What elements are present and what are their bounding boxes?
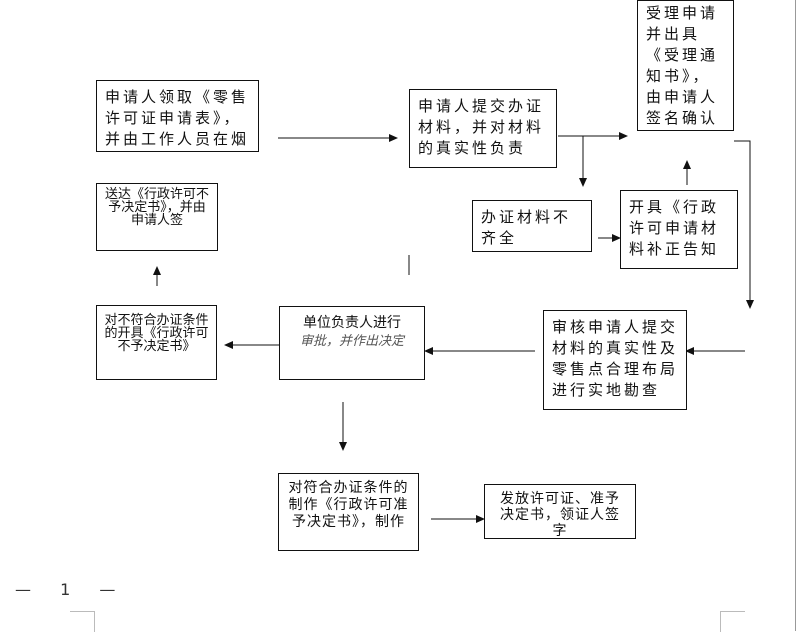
page-number-value: 1 [60,580,83,599]
arrow-n3-n7 [734,140,754,309]
approve-line2: 审批，并作出决定 [299,334,404,349]
node-accept-application: 受理申请并出具《受理通知书》，由申请人签名确认 [637,0,734,131]
page-number: — 1 — [15,580,128,599]
page-edge-right [795,0,796,631]
crop-mark-bottom-left [70,611,95,632]
approve-line1: 单位负责人进行 [303,315,401,331]
node-issue-rejection: 对不符合办证条件的开具《行政许可不予决定书》 [96,305,217,380]
node-submit-materials: 申请人提交办证材料，并对材料的真实性负责 [409,89,557,168]
node-approve-decide: 单位负责人进行 审批，并作出决定 [279,306,425,380]
node-review-inspect: 审核申请人提交材料的真实性及零售点合理布局进行实地勘查 [543,310,687,410]
node-supplement-notice: 开具《行政许可申请材料补正告知 [620,190,738,269]
node-issue-approval: 对符合办证条件的制作《行政许可准予决定书》，制作 [278,473,419,551]
node-materials-incomplete: 办证材料不齐全 [472,200,592,252]
node-apply-form: 申请人领取《零售许可证申请表》，并由工作人员在烟 [96,80,259,152]
crop-mark-bottom-right [720,611,745,632]
node-deliver-rejection: 送达《行政许可不予决定书》，并由申请人签 [96,183,218,251]
node-issue-license: 发放许可证、准予决定书，领证人签字 [484,484,636,539]
